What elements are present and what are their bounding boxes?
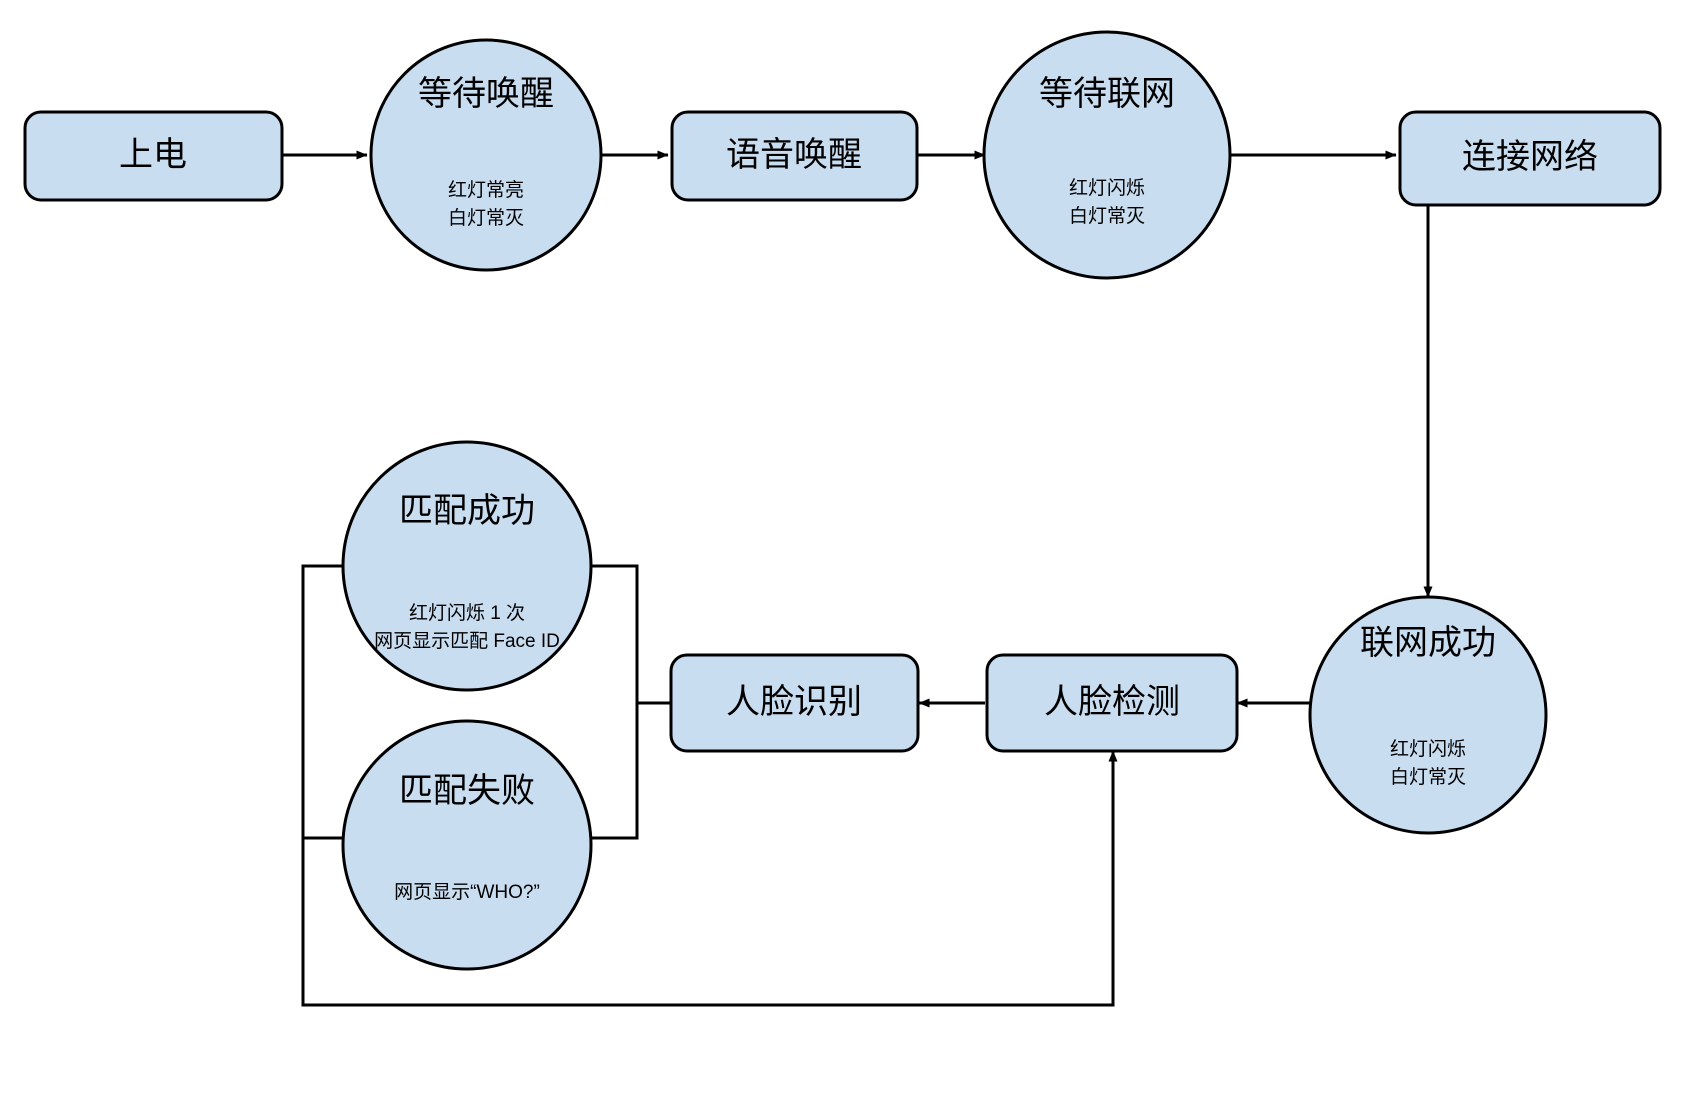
node-power-on-label: 上电: [119, 136, 187, 174]
node-power-on-shape[interactable]: [23, 110, 284, 202]
node-face-detect-shape[interactable]: [985, 653, 1239, 753]
node-match-fail-shape[interactable]: [341, 719, 593, 971]
node-network-ok-sub-1: 白灯常灭: [1390, 766, 1466, 788]
node-face-recognize-label: 人脸识别: [726, 683, 862, 721]
node-connect-network[interactable]: 连接网络: [1398, 110, 1662, 207]
node-match-fail[interactable]: 匹配失败 网页显示“WHO?”: [341, 719, 593, 971]
node-wait-wake-shape[interactable]: [369, 38, 603, 272]
node-network-ok-label: 联网成功: [1360, 624, 1496, 662]
node-match-fail-sub-0: 网页显示“WHO?”: [394, 882, 540, 903]
node-wait-wake-label: 等待唤醒: [418, 75, 554, 113]
node-face-recognize-shape[interactable]: [669, 653, 920, 753]
node-wait-network-sub-1: 白灯常灭: [1069, 205, 1145, 227]
node-power-on[interactable]: 上电: [23, 110, 284, 202]
node-network-ok-sub-0: 红灯闪烁: [1390, 738, 1466, 760]
node-match-fail-label: 匹配失败: [399, 772, 535, 810]
edges-layer: [282, 150, 1433, 1007]
node-match-success[interactable]: 匹配成功 红灯闪烁 1 次 网页显示匹配 Face ID: [341, 440, 593, 692]
node-voice-wake-label: 语音唤醒: [726, 136, 862, 174]
node-face-detect-label: 人脸检测: [1044, 683, 1180, 721]
node-wait-network-sub-0: 红灯闪烁: [1069, 177, 1145, 199]
node-match-success-sub-0: 红灯闪烁 1 次: [409, 602, 525, 624]
edge-match-fail-loop-to-face-detect: [301, 750, 1118, 1007]
node-wait-network[interactable]: 等待联网 红灯闪烁 白灯常灭: [982, 30, 1232, 280]
node-network-ok[interactable]: 联网成功 红灯闪烁 白灯常灭: [1308, 595, 1548, 835]
edge-match-success-left-stub: [301, 564, 371, 840]
edge-match-branch-to-match-fail: [591, 703, 639, 840]
node-wait-wake-sub-0: 红灯常亮: [448, 179, 524, 201]
node-match-success-sub-1: 网页显示匹配 Face ID: [374, 631, 560, 652]
node-match-success-shape[interactable]: [341, 440, 593, 692]
node-voice-wake[interactable]: 语音唤醒: [670, 110, 919, 202]
node-face-detect[interactable]: 人脸检测: [985, 653, 1239, 753]
node-wait-wake-sub-1: 白灯常灭: [448, 207, 524, 229]
node-face-recognize[interactable]: 人脸识别: [669, 653, 920, 753]
node-network-ok-shape[interactable]: [1308, 595, 1548, 835]
node-voice-wake-shape[interactable]: [670, 110, 919, 202]
edge-face-recognize-to-match-branch: [591, 564, 671, 705]
node-wait-network-label: 等待联网: [1039, 75, 1175, 113]
node-match-success-label: 匹配成功: [399, 492, 535, 530]
node-wait-wake[interactable]: 等待唤醒 红灯常亮 白灯常灭: [369, 38, 603, 272]
node-connect-network-shape[interactable]: [1398, 110, 1662, 207]
node-wait-network-shape[interactable]: [982, 30, 1232, 280]
node-connect-network-label: 连接网络: [1462, 138, 1598, 176]
